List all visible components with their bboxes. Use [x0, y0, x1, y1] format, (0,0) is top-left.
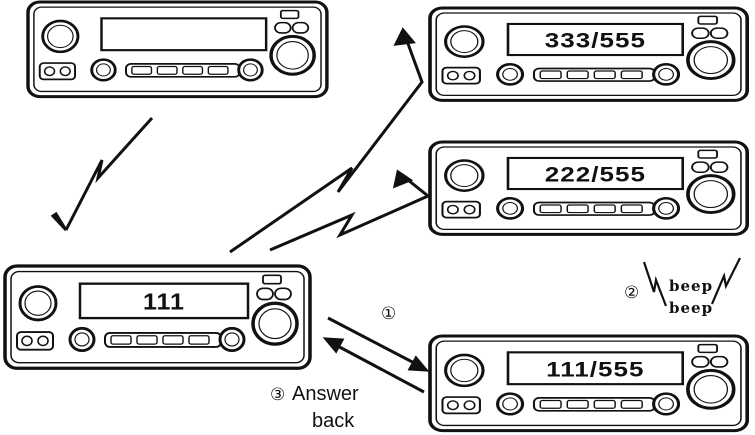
answer-text-1: Answer [292, 383, 359, 405]
radio-top-left [28, 2, 327, 97]
radio-display-text: 111/555 [546, 357, 644, 381]
radio-bottom-right: 111/555 [430, 336, 747, 431]
radio-display-text: 222/555 [545, 164, 646, 187]
radio-caller: 111 [5, 266, 310, 368]
radio-display-text: 333/555 [545, 30, 646, 53]
call-arrows [326, 318, 426, 392]
call-arrowhead [410, 358, 426, 370]
answer-text-2: back [312, 410, 355, 432]
beep-zigzag-right [712, 258, 740, 304]
beep-text-1: beep [669, 277, 713, 295]
step-2-marker: ② [624, 283, 639, 303]
step-3-marker: ③ [270, 385, 285, 405]
radio-middle-right: 222/555 [430, 142, 747, 234]
beep-text-2: beep [669, 299, 713, 317]
beep-zigzag-left [644, 262, 666, 306]
link-top-left [66, 118, 152, 230]
radio-top-right: 333/555 [430, 8, 747, 100]
radio-display-text: 111 [143, 289, 185, 315]
answer-arrowhead [326, 339, 342, 351]
step-1-marker: ① [381, 304, 396, 324]
